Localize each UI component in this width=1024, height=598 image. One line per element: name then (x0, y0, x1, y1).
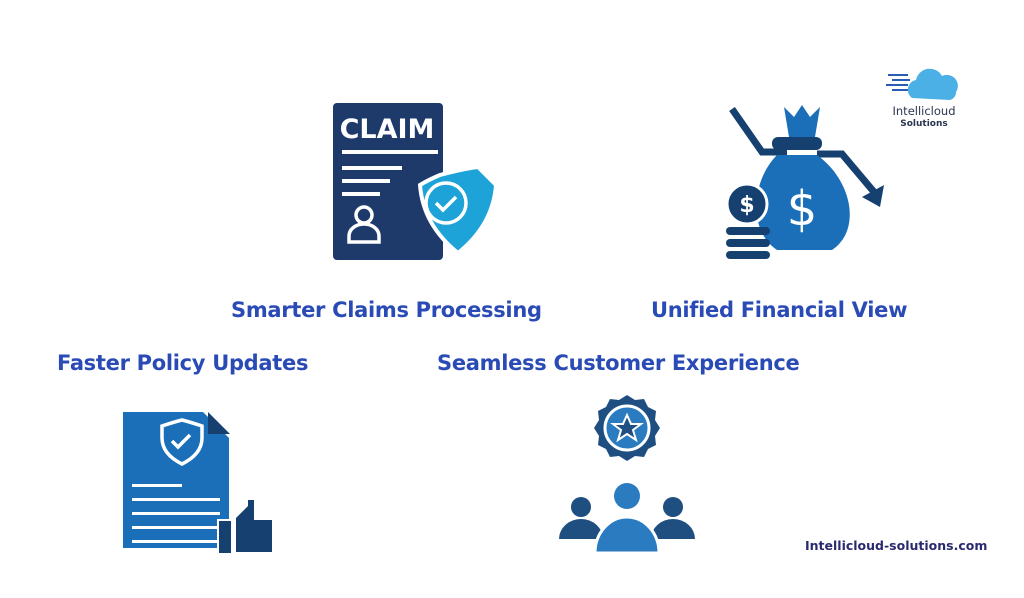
feature-label-policy: Faster Policy Updates (57, 351, 309, 375)
policy-document-thumbs-up-icon (123, 412, 272, 555)
svg-text:$: $ (787, 181, 818, 237)
money-bag-down-trend-icon: $ $ (725, 105, 884, 259)
feature-label-customer: Seamless Customer Experience (437, 351, 800, 375)
svg-text:$: $ (739, 193, 754, 218)
cloud-icon (886, 68, 958, 100)
feature-label-financial: Unified Financial View (651, 298, 908, 322)
logo-name: Intellicloud (892, 104, 956, 118)
intellicloud-logo: Intellicloud Solutions (884, 64, 970, 134)
customer-group-badge-icon (559, 395, 695, 555)
claim-document-shield-icon: CLAIM (333, 103, 499, 260)
feature-label-claims: Smarter Claims Processing (231, 298, 542, 322)
logo-subtitle: Solutions (900, 119, 948, 129)
website-link[interactable]: Intellicloud-solutions.com (805, 538, 988, 553)
claim-text: CLAIM (340, 114, 435, 145)
